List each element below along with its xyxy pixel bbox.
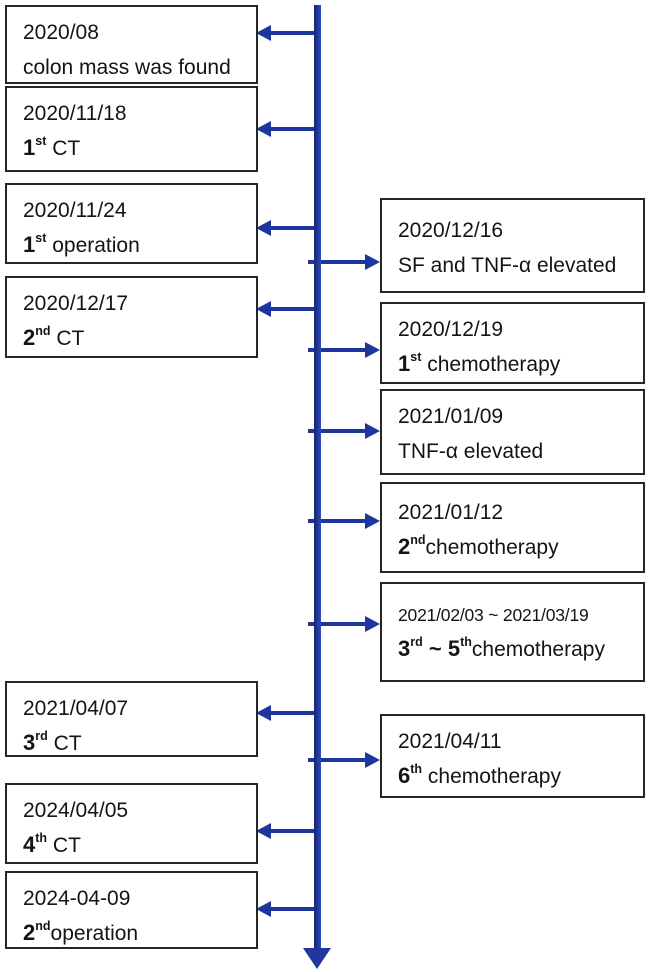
event-date: 2024/04/05	[23, 799, 129, 822]
arrow-shaft	[269, 31, 320, 35]
arrow-shaft	[269, 907, 320, 911]
event-desc: 1st CT	[23, 134, 81, 160]
event-box-2020-12-17: 2020/12/17 2nd CT	[5, 276, 258, 358]
event-desc: 6th chemotherapy	[398, 762, 561, 788]
right-arrowhead-icon	[365, 616, 380, 632]
event-box-2021-01-09: 2021/01/09 TNF-α elevated	[380, 389, 645, 475]
arrow-shaft	[269, 829, 320, 833]
timeline-down-arrowhead-icon	[303, 948, 331, 969]
arrow-shaft	[308, 429, 367, 433]
right-arrowhead-icon	[365, 513, 380, 529]
arrow-to-colon-mass-found	[256, 25, 320, 41]
arrow-shaft	[308, 519, 367, 523]
arrow-shaft	[308, 758, 367, 762]
arrow-shaft	[269, 711, 320, 715]
event-date: 2020/08	[23, 21, 99, 44]
event-box-2021-04-07: 2021/04/07 3rd CT	[5, 681, 258, 757]
event-desc: 2ndoperation	[23, 919, 139, 945]
event-desc: 3rd CT	[23, 729, 82, 755]
event-desc: 4th CT	[23, 831, 81, 857]
event-date: 2020/12/16	[398, 219, 504, 242]
arrow-to-3rd-5th-chemotherapy	[308, 616, 380, 632]
arrow-to-2nd-chemotherapy	[308, 513, 380, 529]
arrow-to-4th-ct	[256, 823, 320, 839]
right-arrowhead-icon	[365, 342, 380, 358]
arrow-shaft	[269, 127, 320, 131]
event-date: 2020/11/18	[23, 102, 127, 125]
event-box-2020-12-16: 2020/12/16 SF and TNF-α elevated	[380, 198, 645, 293]
event-desc: SF and TNF-α elevated	[398, 254, 617, 277]
event-desc: 1st operation	[23, 231, 140, 257]
event-desc: 2nd CT	[23, 324, 85, 350]
event-date: 2021/01/09	[398, 405, 504, 428]
left-arrowhead-icon	[256, 220, 271, 236]
event-box-2020-11-24: 2020/11/24 1st operation	[5, 183, 258, 264]
timeline-axis	[314, 5, 321, 950]
event-box-2021-01-12: 2021/01/12 2ndchemotherapy	[380, 482, 645, 573]
right-arrowhead-icon	[365, 423, 380, 439]
arrow-shaft	[308, 260, 367, 264]
arrow-to-1st-chemotherapy	[308, 342, 380, 358]
arrow-to-tnf-elevated	[308, 423, 380, 439]
event-date: 2021/04/11	[398, 730, 502, 753]
event-box-2021-02-03-to-2021-03-19: 2021/02/03 ~ 2021/03/19 3rd ~ 5thchemoth…	[380, 582, 645, 682]
event-date: 2024-04-09	[23, 887, 131, 910]
event-box-2020-11-18: 2020/11/18 1st CT	[5, 86, 258, 172]
left-arrowhead-icon	[256, 823, 271, 839]
left-arrowhead-icon	[256, 121, 271, 137]
arrow-to-sf-tnf-elevated	[308, 254, 380, 270]
event-box-2024-04-05: 2024/04/05 4th CT	[5, 783, 258, 864]
arrow-shaft	[308, 348, 367, 352]
arrow-to-1st-ct	[256, 121, 320, 137]
event-box-2024-04-09: 2024-04-09 2ndoperation	[5, 871, 258, 949]
arrow-to-3rd-ct	[256, 705, 320, 721]
event-desc: 2ndchemotherapy	[398, 533, 559, 559]
event-date: 2020/11/24	[23, 199, 127, 222]
event-desc: 1st chemotherapy	[398, 350, 561, 376]
arrow-shaft	[308, 622, 367, 626]
event-box-2021-04-11: 2021/04/11 6th chemotherapy	[380, 714, 645, 798]
event-box-2020-08: 2020/08 colon mass was found	[5, 5, 258, 84]
event-date: 2021/02/03 ~ 2021/03/19	[398, 605, 589, 625]
right-arrowhead-icon	[365, 752, 380, 768]
arrow-shaft	[269, 307, 320, 311]
arrow-to-2nd-ct	[256, 301, 320, 317]
arrow-to-1st-operation	[256, 220, 320, 236]
left-arrowhead-icon	[256, 301, 271, 317]
event-date: 2021/01/12	[398, 501, 504, 524]
event-desc: colon mass was found	[23, 56, 231, 79]
arrow-shaft	[269, 226, 320, 230]
event-date: 2020/12/17	[23, 292, 129, 315]
right-arrowhead-icon	[365, 254, 380, 270]
event-date: 2020/12/19	[398, 318, 504, 341]
left-arrowhead-icon	[256, 705, 271, 721]
left-arrowhead-icon	[256, 25, 271, 41]
event-box-2020-12-19: 2020/12/19 1st chemotherapy	[380, 302, 645, 384]
event-desc: 3rd ~ 5thchemotherapy	[398, 635, 605, 661]
arrow-to-6th-chemotherapy	[308, 752, 380, 768]
event-desc: TNF-α elevated	[398, 440, 544, 463]
event-date: 2021/04/07	[23, 697, 129, 720]
left-arrowhead-icon	[256, 901, 271, 917]
arrow-to-2nd-operation	[256, 901, 320, 917]
